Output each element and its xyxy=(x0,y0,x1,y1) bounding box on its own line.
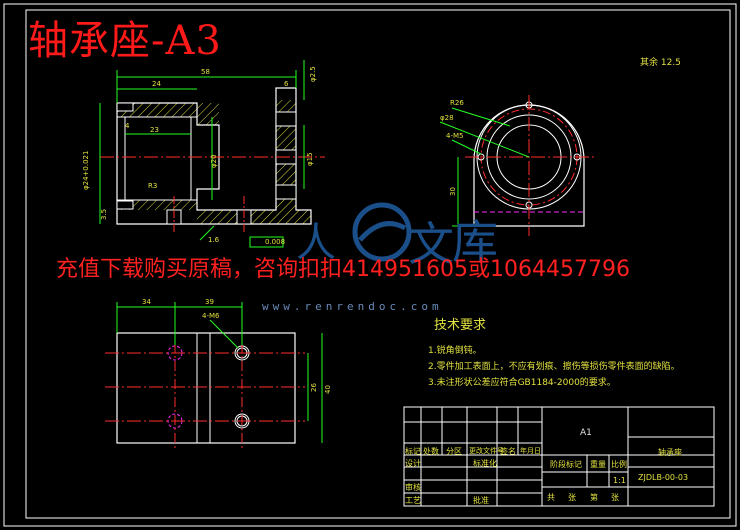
tb-label-approve: 批准 xyxy=(473,496,489,505)
dim-ra: 1.6 xyxy=(208,236,220,244)
dim-h: 3.5 xyxy=(100,208,108,220)
tb-label-date: 年月日 xyxy=(520,447,541,455)
dim-6: 6 xyxy=(284,80,289,88)
drawing-title: 轴承座-A3 xyxy=(28,18,222,64)
dim-24: 24 xyxy=(152,80,161,88)
logo-char-2: 库 xyxy=(452,215,498,269)
dim-phi20: φ20 xyxy=(210,154,218,168)
site-url: www.renrendoc.com xyxy=(262,300,443,313)
front-hole-right-top xyxy=(275,111,297,127)
tb-label-count: 处数 xyxy=(423,447,439,456)
dim-plan-h1: 26 xyxy=(310,383,318,392)
plan-leader xyxy=(209,319,239,349)
outer-frame xyxy=(3,3,737,527)
tb-label-total: 共 xyxy=(547,493,555,502)
tb-label-sign: 签名 xyxy=(500,447,516,456)
dim-58: 58 xyxy=(201,68,210,76)
tb-label-std: 标准化 xyxy=(473,459,497,468)
dim-23: 23 xyxy=(150,126,159,134)
tb-label-ratio: 比例 xyxy=(611,460,627,469)
tech-req-3: 3.未注形状公差应符合GB1184-2000的要求。 xyxy=(428,378,616,388)
front-bore xyxy=(124,116,192,201)
logo-swirl xyxy=(358,221,407,242)
tb-label-design: 设计 xyxy=(405,459,421,468)
dim-phi-small: φ2.5 xyxy=(309,66,317,82)
promo-watermark: 充值下载购买原稿，咨询扣扣414951605或1064457796 xyxy=(56,257,630,282)
tb-label-stage: 阶段标记 xyxy=(550,460,582,469)
dim-phi24: φ24+0.021 xyxy=(82,150,90,190)
tb-label-craft: 工艺 xyxy=(405,496,421,505)
side-view xyxy=(439,95,595,236)
logo-ring xyxy=(352,202,412,262)
tb-label-mark: 标记 xyxy=(405,447,421,456)
dim-plan-w1: 34 xyxy=(142,298,151,306)
tb-drawing-code: ZJDLB-00-03 xyxy=(638,473,689,482)
hatch-top-left xyxy=(117,103,197,117)
tb-scale: 1:1 xyxy=(613,476,626,485)
dim-r3: R3 xyxy=(148,182,158,190)
leader-1 xyxy=(199,225,215,241)
logo-char-1: 文 xyxy=(408,217,454,271)
tech-req-2: 2.零件加工表面上，不应有划痕、擦伤等损伤零件表面的缺陷。 xyxy=(428,362,680,372)
dim-phi15: φ15 xyxy=(306,152,314,166)
dim-side-phi: φ28 xyxy=(440,114,454,122)
side-leader-phi xyxy=(439,121,530,158)
logo-char-0: 人 xyxy=(296,220,336,266)
dim-4: 4 xyxy=(125,122,130,130)
front-slot-top xyxy=(116,102,134,112)
plan-view xyxy=(105,302,323,450)
tb-label-doc: 更改文件号 xyxy=(469,447,504,455)
tb-label-check: 审核 xyxy=(405,483,421,492)
hatch-top-right xyxy=(197,103,219,125)
tb-label-sheet2: 张 xyxy=(611,493,619,502)
front-hole-right-bot xyxy=(275,184,297,200)
title-block xyxy=(403,406,715,507)
front-slot-bottom xyxy=(116,200,134,210)
hatch-base xyxy=(197,210,311,224)
tech-req-1: 1.锐角倒钝。 xyxy=(428,346,482,356)
dim-side-h: 30 xyxy=(449,187,457,196)
dim-side-r: R26 xyxy=(450,99,464,107)
surface-roughness-note: 其余 12.5 xyxy=(640,58,681,68)
side-leader-holes xyxy=(451,139,482,155)
tb-label-sheet: 张 xyxy=(568,493,576,502)
front-outline xyxy=(116,87,312,225)
hatch-left-lower xyxy=(117,200,197,210)
side-leader-r xyxy=(451,107,511,127)
dim-plan-h2: 40 xyxy=(324,385,332,394)
tb-label-weight: 重量 xyxy=(590,460,606,469)
tb-part-name: 轴承座 xyxy=(658,448,682,457)
dim-geo-tol: 0.008 xyxy=(265,238,286,246)
tech-requirements-title: 技术要求 xyxy=(434,318,487,333)
plan-outline xyxy=(116,332,296,444)
dim-side-holes: 4-M5 xyxy=(446,132,464,140)
tb-label-page: 第 xyxy=(590,493,598,502)
front-section-view xyxy=(99,60,325,248)
dim-plan-w2: 39 xyxy=(205,298,214,306)
dim-plan-holes: 4-M6 xyxy=(202,312,220,320)
tb-label-zone: 分区 xyxy=(446,447,462,456)
tb-material: A1 xyxy=(580,428,592,438)
geo-tolerance-frame xyxy=(249,236,284,248)
inner-frame xyxy=(25,9,731,519)
